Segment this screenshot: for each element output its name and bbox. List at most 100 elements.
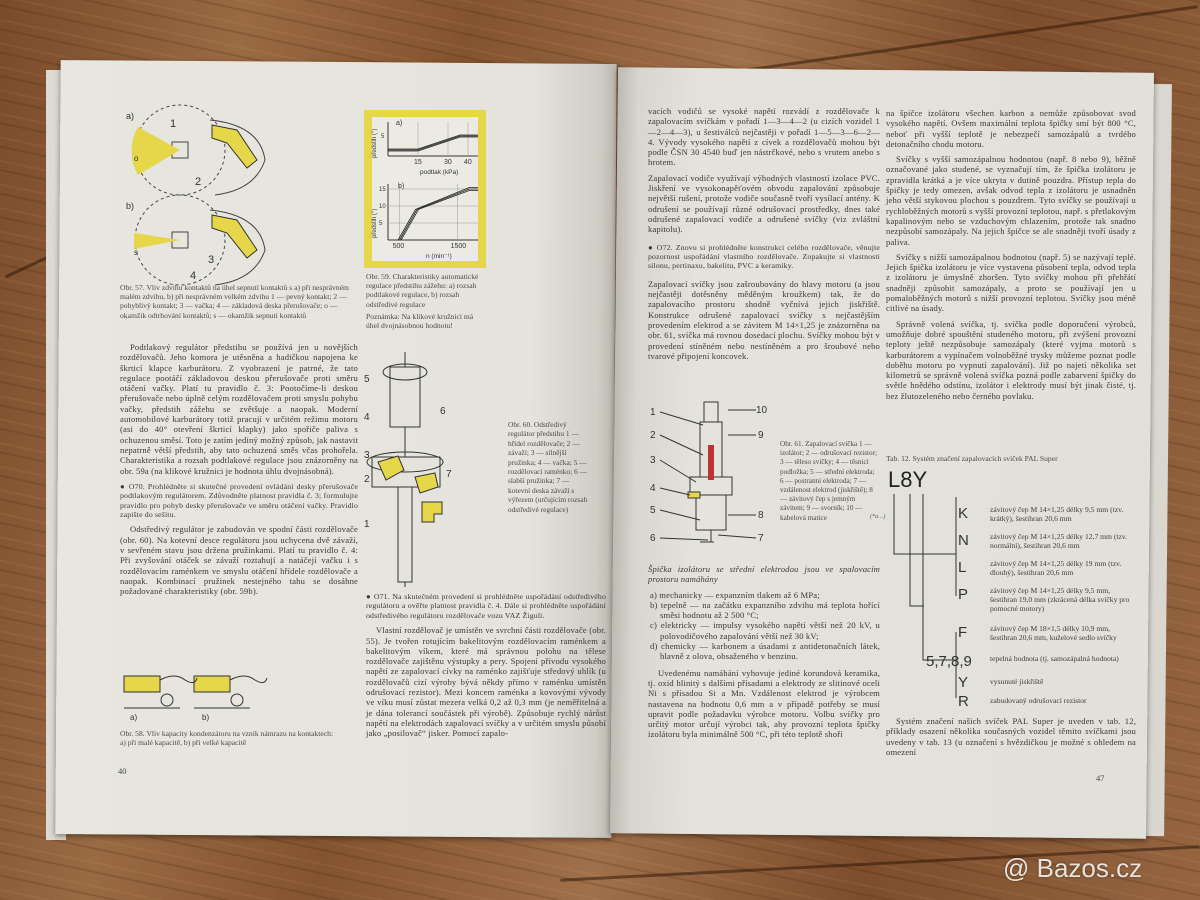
- table12-code: L8Y: [888, 467, 928, 492]
- table12-row-code: L: [958, 559, 967, 576]
- fig57-label-2: 2: [195, 176, 201, 188]
- fig58-caption: Obr. 58. Vliv kapacity kondenzátoru na v…: [120, 729, 334, 748]
- paragraph-podtlakovy-regulator: Podtlakový regulátor předstihu se použív…: [120, 342, 358, 476]
- fig59-b-curve: [397, 187, 478, 241]
- fig61-caption: Obr. 61. Zapalovací svíčka 1 — izolátor;…: [780, 440, 878, 522]
- fig61-label-2: 2: [650, 430, 656, 441]
- fig59-b-ytick: 15: [379, 187, 386, 193]
- page-number-right: 47: [1096, 773, 1105, 783]
- fig59-a-xlabel: podtlak (kPa): [420, 169, 458, 176]
- table12-row-desc: závitový čep M 14×1,25 délky 9,5 mm, šes…: [990, 586, 1130, 613]
- table12-row-code: N: [958, 532, 969, 549]
- right-column-1-lower-text: Špička izolátoru se střední elektrodou j…: [648, 564, 880, 745]
- fig61-label-6: 6: [650, 533, 656, 544]
- paragraph-pvc: Zapalovací vodiče využívají výhodných vl…: [648, 172, 880, 235]
- watermark-logo: @ Bazos.cz: [1003, 853, 1143, 883]
- table12-caption: Tab. 12. Systém značení zapalovacích sví…: [886, 454, 1058, 463]
- fig60-label-7: 7: [446, 469, 452, 480]
- fig60-label-6: 6: [440, 406, 446, 417]
- fig60-label-2: 2: [364, 474, 370, 485]
- fig59-a-curve: [388, 135, 478, 151]
- fig59-b-ytick: 5: [379, 221, 383, 227]
- stress-list-item: b) tepelně — na začátku expanzního zdvih…: [650, 599, 880, 621]
- fig59-b-xtick: 1500: [451, 243, 467, 250]
- fig60-label-3: 3: [364, 450, 370, 461]
- fig57-label-a: a): [126, 111, 134, 121]
- fig57-label-o: o: [134, 154, 139, 163]
- table12-row-code: Y: [958, 674, 969, 691]
- fig59-caption-block: Obr. 59. Charakteristiky automatické reg…: [366, 272, 486, 333]
- stress-list-item: c) elektricky — impulsy vysokého napětí …: [650, 620, 880, 641]
- fig59-b-ytick: 10: [379, 204, 386, 210]
- fig57-label-4: 4: [190, 270, 196, 282]
- paragraph-zapalovaci-svicky: Zapalovací svíčky jsou zašroubovány do h…: [648, 278, 880, 361]
- paragraph-spravne-volena: Správně volená svíčka, tj. svíčka podle …: [886, 318, 1136, 401]
- fig60-label-5: 5: [364, 374, 370, 385]
- fig61-label-7: 7: [758, 533, 764, 544]
- right-column-2-text: na špičce izolátoru všechen karbon a nem…: [886, 108, 1136, 406]
- fig60-label-4: 4: [364, 412, 370, 423]
- fig59-panel-a: a): [396, 120, 402, 127]
- paragraph-karbon: na špičce izolátoru všechen karbon a nem…: [886, 108, 1136, 149]
- table12-row-desc: zabudovaný odrušovací rezistor: [990, 696, 1087, 705]
- table12-row-code: R: [958, 693, 969, 710]
- table12-row-code: P: [958, 586, 969, 603]
- paragraph-keramika: Uvedenému namáhání vyhovuje jediné korun…: [648, 667, 880, 740]
- fig61-label-10: 10: [756, 405, 768, 416]
- fig57-label-b: b): [126, 201, 134, 211]
- fig60-label-1: 1: [364, 519, 370, 530]
- fig60-caption: Obr. 60. Odstředivý regulátor předstihu …: [508, 420, 588, 514]
- fig61-label-1: 1: [650, 407, 656, 418]
- fig59-a-xtick: 40: [464, 159, 472, 166]
- fig61-label-8: 8: [758, 510, 764, 521]
- fig61-label-9: 9: [758, 430, 764, 441]
- right-column-2-lower-text: Systém značení našich svíček PAL Super j…: [886, 716, 1136, 762]
- fig59-a-curve: [388, 136, 478, 152]
- paragraph-vodice: vacích vodičů se vysoké napětí rozvádí z…: [648, 106, 880, 168]
- fig58-label-a: a): [130, 713, 137, 722]
- fig59-b-xtick: 500: [393, 243, 405, 250]
- paragraph-odstredivy-regulator: Odstředivý regulátor je zabudován ve spo…: [120, 524, 358, 597]
- left-column-2-text: ● O71. Na skutečném provedení si prohléd…: [366, 592, 606, 743]
- table12-row-desc: tepelná hodnota (tj. samozápalná hodnota…: [990, 654, 1119, 663]
- fig59-graph-b: 500 1500 15 10 5: [379, 184, 478, 250]
- fig59-panel-b: b): [398, 183, 404, 190]
- fig59-a-xtick: 15: [414, 159, 422, 166]
- fig59-caption: Obr. 59. Charakteristiky automatické reg…: [366, 272, 479, 309]
- fig59-graph-a: 15 30 40 5: [381, 122, 478, 166]
- page-number-left: 40: [118, 766, 127, 776]
- table12-row-desc: závitový čep M 18×1,5 délky 10,9 mm, šes…: [990, 624, 1117, 642]
- figure-57: a) b) 1 2 3 4 o s: [126, 104, 266, 286]
- fig59-a-ylabel: předstih (°): [372, 129, 378, 158]
- table12-row-desc: závitový čep M 14×1,25 délky 12,7 mm (tz…: [990, 532, 1128, 550]
- paragraph-studene-svicky: Svíčky s vyšší samozápalnou hodnotou (na…: [886, 154, 1136, 247]
- table12-row-desc: závitový čep M 14×1,25 délky 19 mm (tzv.…: [990, 559, 1122, 577]
- fig59-a-xtick: 30: [444, 159, 452, 166]
- table12-row-code: 5,7,8,9: [926, 653, 972, 670]
- paragraph-system-znaceni: Systém značení našich svíček PAL Super j…: [886, 716, 1136, 757]
- fig57-caption: Obr. 57. Vliv zdvihu kontaktů na úhel se…: [120, 283, 349, 320]
- fig59-b-xlabel: n (min⁻¹): [426, 253, 452, 260]
- table12-row-desc: závitový čep M 14×1,25 délky 9,5 mm (tzv…: [990, 505, 1124, 523]
- fig58-label-b: b): [202, 713, 209, 722]
- fig59-a-curve: [388, 134, 478, 150]
- fig61-label-3: 3: [650, 455, 656, 466]
- table12-row-code: K: [958, 505, 969, 522]
- stress-list-item: d) chemicky — karbonem a úsadami z antid…: [650, 641, 880, 662]
- right-column-1-text: vacích vodičů se vysoké napětí rozvádí z…: [648, 106, 880, 366]
- table12-handwritten-note: (*a…): [870, 514, 886, 520]
- fig59-b-curve: [400, 190, 478, 241]
- figure-60: 5 4 6 3 2 7 1: [364, 352, 452, 587]
- table12-diagram-lines: [893, 494, 957, 698]
- stress-list-item: a) mechanicky — expanzním tlakem až 6 MP…: [650, 589, 820, 600]
- stress-list: a) mechanicky — expanzním tlakem až 6 MP…: [648, 590, 880, 662]
- paragraph-teple-svicky: Svíčky s nižší samozápalnou hodnotou (na…: [886, 251, 1136, 314]
- fig59-b-ylabel: předstih (°): [372, 209, 378, 238]
- fig59-a-ytick: 5: [381, 134, 385, 140]
- fig59-b-curve: [399, 188, 478, 241]
- fig57-label-1: 1: [170, 118, 176, 130]
- figure-58: a) b): [123, 675, 268, 722]
- left-column-1-text: Podtlakový regulátor předstihu se použív…: [120, 342, 358, 602]
- task-o70: ● O70. Prohlédněte si skutečné provedení…: [120, 481, 358, 520]
